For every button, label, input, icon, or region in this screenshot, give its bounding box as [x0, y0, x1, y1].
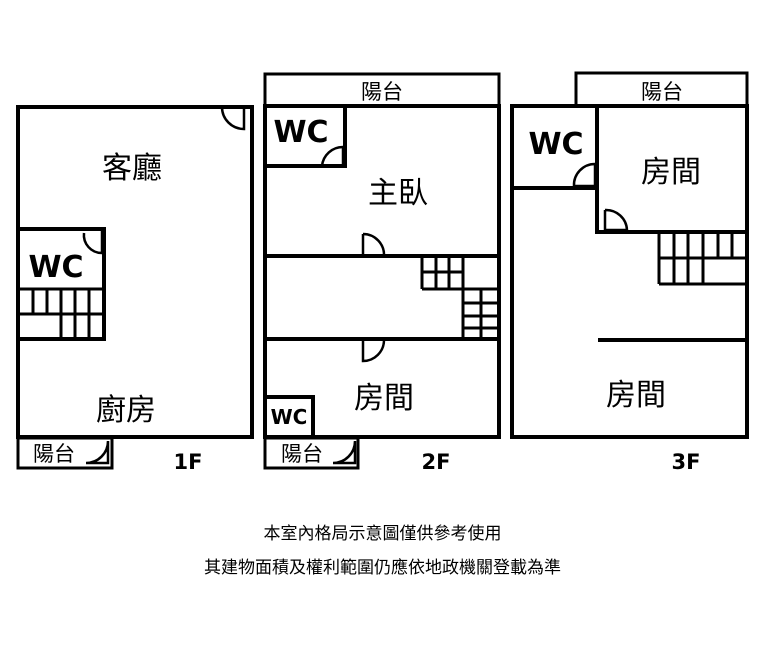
label-2f-wc-small: WC — [271, 405, 308, 429]
label-floor-3f: 3F — [672, 450, 701, 474]
label-2f-bottom-balcony: 陽台 — [281, 442, 323, 466]
floor-1f-outline — [16, 105, 254, 439]
door-1f-living — [220, 106, 246, 131]
label-3f-room-top: 房間 — [641, 155, 701, 190]
floor-3f-outline — [510, 104, 749, 439]
disclaimer-line-2: 其建物面積及權利範圍仍應依地政機關登載為準 — [204, 558, 561, 578]
door-3f-room — [603, 208, 629, 232]
label-3f-room-bottom: 房間 — [606, 378, 666, 413]
label-floor-2f: 2F — [422, 450, 451, 474]
label-3f-top-balcony: 陽台 — [641, 80, 683, 104]
label-1f-kitchen: 廚房 — [96, 393, 156, 428]
floor-3f — [510, 71, 749, 439]
floor-2f-wc-walls — [265, 106, 347, 168]
door-2f-wc — [320, 145, 345, 168]
floor-3f-room-walls — [595, 106, 747, 234]
floor-3f-stairs — [657, 232, 747, 286]
label-2f-top-balcony: 陽台 — [361, 80, 403, 104]
floor-2f-wc-small-walls — [265, 395, 315, 437]
label-2f-master: 主臥 — [368, 176, 428, 211]
floor-1f-stairs — [18, 287, 104, 339]
floor-2f-outline — [263, 104, 501, 439]
label-2f-room: 房間 — [354, 381, 414, 416]
label-floor-1f: 1F — [174, 450, 203, 474]
label-1f-wc: WC — [28, 250, 83, 285]
floor-2f — [263, 72, 501, 470]
door-3f-wc — [572, 162, 597, 188]
door-1f-wc — [82, 231, 104, 255]
floor-2f-bottom-balcony — [263, 436, 360, 470]
door-2f-master — [361, 232, 386, 258]
door-2f-balcony — [332, 440, 357, 465]
label-1f-living: 客廳 — [102, 151, 162, 186]
floor-1f-balcony — [16, 436, 114, 470]
door-2f-room — [361, 339, 386, 363]
door-1f-balcony — [85, 440, 110, 465]
label-1f-balcony: 陽台 — [33, 442, 75, 466]
label-3f-wc: WC — [528, 127, 583, 162]
label-2f-wc: WC — [273, 115, 328, 150]
disclaimer-line-1: 本室內格局示意圖僅供參考使用 — [263, 524, 502, 544]
floor-1f — [16, 105, 254, 470]
floor-2f-stairs — [420, 256, 499, 339]
